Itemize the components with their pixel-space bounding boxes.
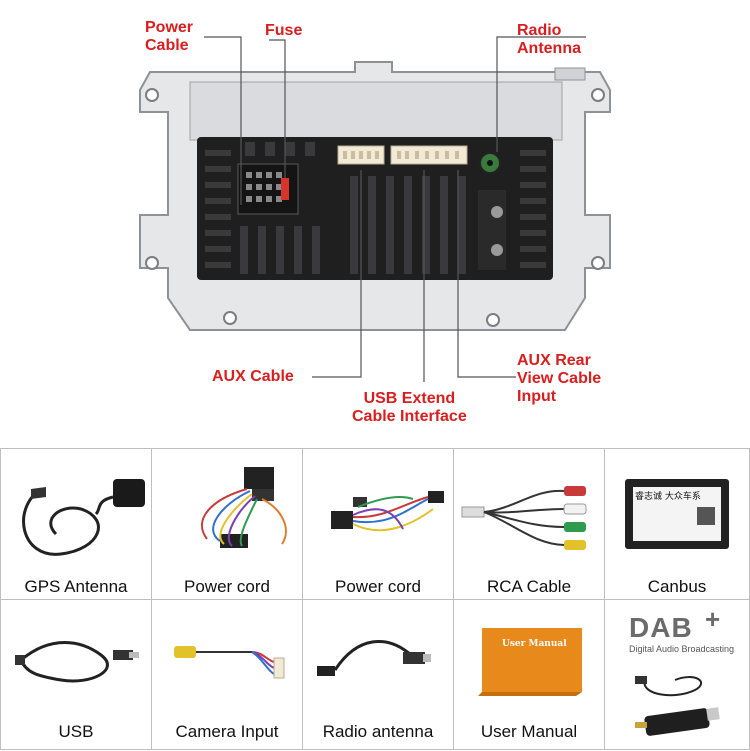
power-cable-callout: Power Cable: [145, 19, 194, 54]
accessory-cell-radio-antenna: Radio antenna: [302, 599, 454, 750]
rca-cable-icon: [461, 486, 587, 550]
accessory-cell-user-manual: User Manual User Manual: [453, 599, 605, 750]
accessory-cell-rca: RCA Cable: [453, 448, 605, 600]
accessory-label: GPS Antenna: [24, 577, 128, 596]
dab-subtitle: Digital Audio Broadcasting: [629, 644, 735, 654]
head-unit-diagram: Power Cable Fuse Radio Antenna AUX Cable…: [139, 19, 611, 425]
accessory-cell-gps: GPS Antenna: [0, 448, 152, 600]
callout-lines: [204, 36, 586, 382]
accessory-label: Power cord: [184, 577, 270, 596]
accessory-cell-usb: USB: [0, 599, 152, 750]
accessory-grid: GPS Antenna Power cord: [0, 448, 750, 750]
manual-cover-title: User Manual: [502, 639, 567, 649]
usb-cable-icon: [15, 641, 139, 683]
power-cord-harness-icon: [201, 467, 287, 548]
dab-plus-sign: +: [705, 604, 721, 634]
canbus-sticker-text: 睿志诚 大众车系: [635, 492, 701, 502]
canbus-box-icon: [625, 479, 729, 549]
accessory-label: Camera Input: [175, 722, 279, 741]
accessory-cell-canbus: 睿志诚 大众车系 Canbus: [604, 448, 750, 600]
accessory-label: Canbus: [647, 577, 707, 596]
dab-dongle-icon: [635, 676, 720, 736]
accessory-cell-power-cord-2: Power cord: [302, 448, 454, 600]
fuse-callout: Fuse: [265, 22, 303, 39]
power-cord-harness-icon: [331, 491, 444, 532]
accessory-label: Power cord: [335, 577, 421, 596]
accessory-label: USB: [58, 722, 94, 741]
radio-antenna-adapter-icon: [317, 640, 431, 676]
user-manual-booklet-icon: [478, 628, 582, 696]
heatsink-panel: [197, 137, 553, 280]
usb-extend-callout: USB Extend Cable Interface: [352, 390, 467, 425]
camera-input-cable-icon: [174, 646, 285, 679]
accessory-label: User Manual: [480, 722, 578, 741]
accessory-label: RCA Cable: [486, 577, 572, 596]
accessory-cell-camera: Camera Input: [151, 599, 303, 750]
accessory-cell-dab: DAB + Digital Audio Broadcasting: [604, 599, 750, 750]
head-unit-rear-illustration: [139, 36, 611, 382]
accessory-label: Radio antenna: [322, 722, 434, 741]
aux-rear-callout: AUX Rear View Cable Input: [517, 352, 602, 405]
fuse-icon: [281, 178, 289, 200]
dab-logo: DAB: [629, 612, 693, 643]
gps-antenna-icon: [22, 479, 145, 556]
accessory-cell-power-cord-1: Power cord: [151, 448, 303, 600]
radio-antenna-callout: Radio Antenna: [517, 22, 581, 57]
aux-cable-callout: AUX Cable: [212, 368, 294, 385]
